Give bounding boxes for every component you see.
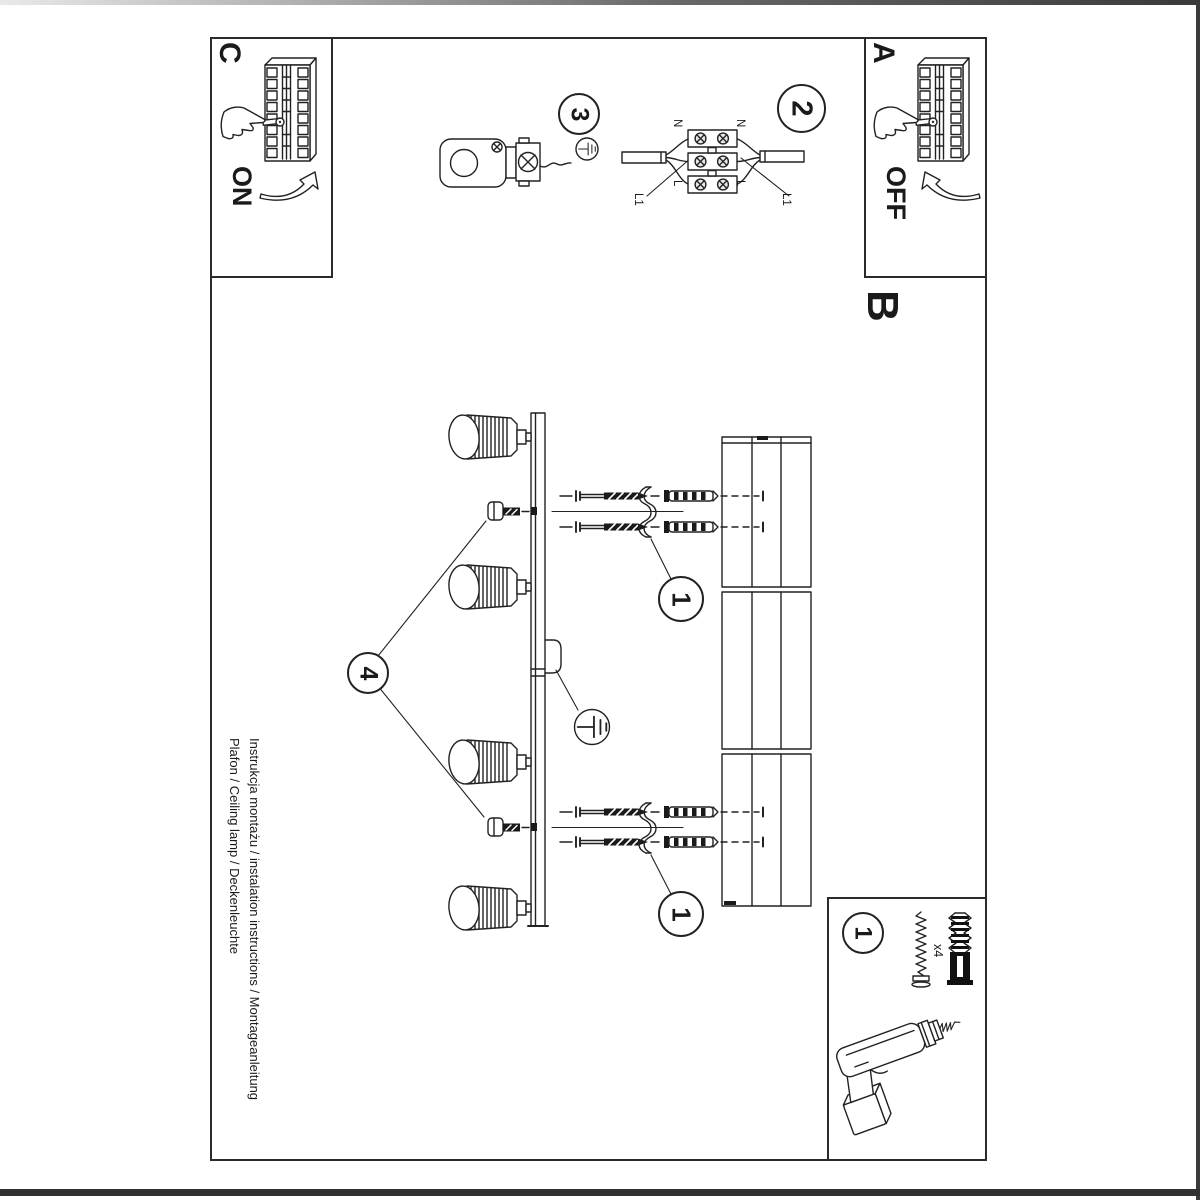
adjustment-screws [487,501,530,837]
kit-wall-plug-icon [947,912,973,985]
section-a-box [864,37,987,278]
scan-edge-bottom [0,1189,1200,1196]
earth-symbol-small [575,137,599,161]
kit-quantity-label: x4 [931,944,945,958]
footer-line-1: Instrukcja montażu / instalation instruc… [247,738,262,1101]
scan-edge-top [0,0,1200,5]
kit-badge-number: 1 [849,926,877,940]
kit-screw-icon [911,911,931,988]
terminal-screws [694,132,730,191]
section-c-label: C [213,42,246,64]
page-border [210,37,987,1161]
switch-on-label: ON [227,166,257,207]
step-1-badge-bottom: 1 [658,891,704,937]
step-1-number-bottom: 1 [666,906,697,922]
step-3-number: 3 [565,107,594,121]
cable-gland-illustration [439,137,572,188]
step-2-badge: 2 [777,84,826,133]
section-b-label: B [858,290,907,322]
step-1-number-top: 1 [666,591,697,607]
wire-label-l-left: L [671,180,683,187]
step-4-badge: 4 [347,652,389,694]
step-2-number: 2 [785,100,818,117]
earth-symbol-large [573,708,611,746]
step-3-badge: 3 [558,93,600,135]
section-a-label: A [867,42,900,64]
switch-off-label: OFF [881,166,911,220]
lamp-bar-illustration [527,412,684,927]
terminal-block-illustration [621,129,805,197]
wire-label-n-right: N [734,119,746,128]
footer-line-2: Plafon / Ceiling lamp / Deckenleuchte [227,738,242,955]
mounting-kit-box [827,897,987,1161]
wire-label-l1-right: L1 [780,193,792,206]
leader-lines [377,520,674,899]
wire-label-l1-left: L1 [632,193,644,206]
kit-badge: 1 [842,912,884,954]
footer-text: Instrukcja montażu / instalation instruc… [224,738,264,1158]
wire-label-n-left: N [671,119,683,128]
ceiling-panels-illustration [721,436,812,907]
step-1-badge-top: 1 [658,576,704,622]
drill-illustration [836,1019,961,1136]
step-4-number: 4 [354,666,383,680]
scan-edge-right [1196,0,1200,1200]
section-c-box [210,37,333,278]
wire-label-l-right: L [734,180,746,187]
